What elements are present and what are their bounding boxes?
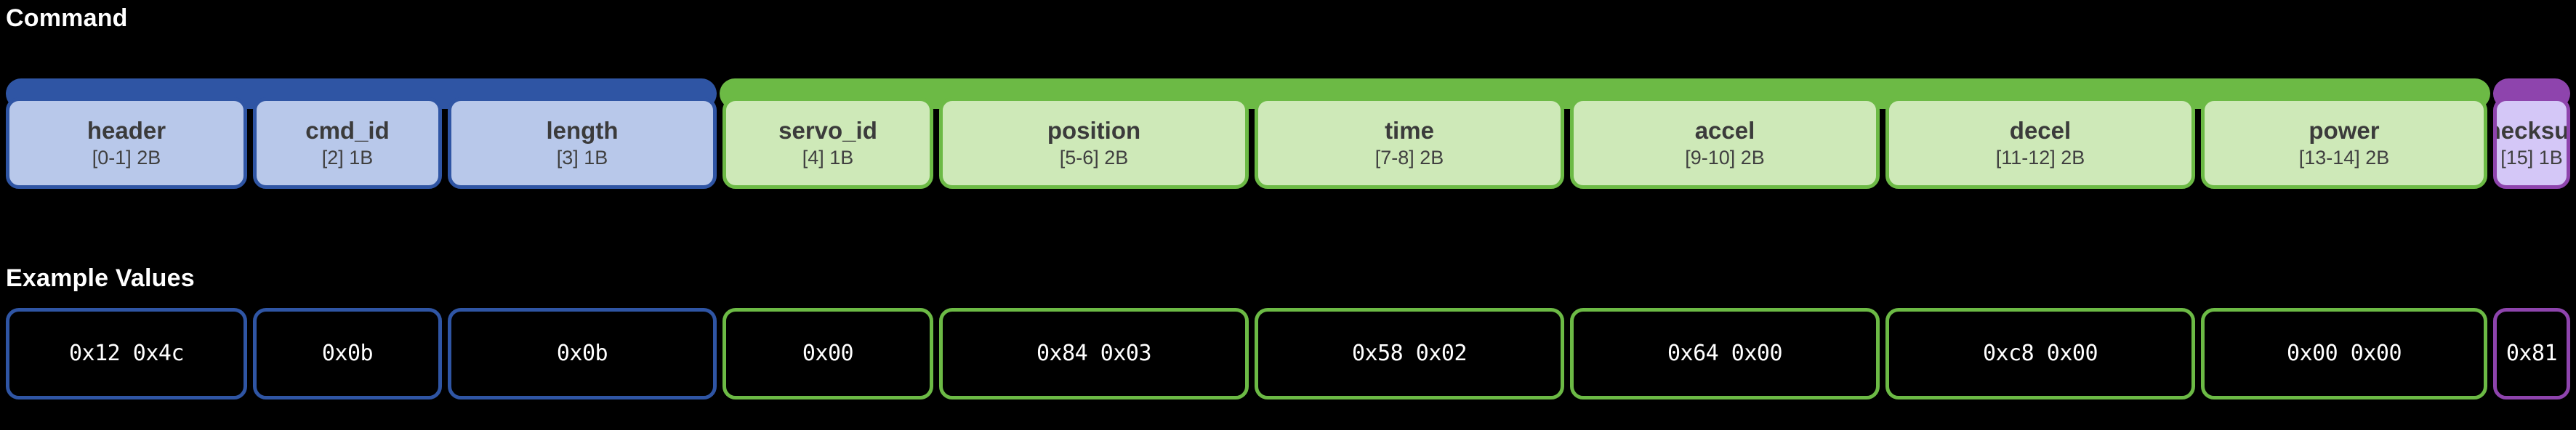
value-box-power[interactable]: 0x00 0x00 <box>2201 308 2487 399</box>
value-text: 0x12 0x4c <box>68 341 185 366</box>
example-values-section-title: Example Values <box>6 264 195 292</box>
value-text: 0x58 0x02 <box>1351 341 1468 366</box>
value-box-servo-id[interactable]: 0x00 <box>723 308 933 399</box>
field-box-header[interactable]: header [0-1] 2B <box>6 97 247 189</box>
value-box-accel[interactable]: 0x64 0x00 <box>1570 308 1880 399</box>
field-byte-range-label: [5-6] 2B <box>1059 147 1129 169</box>
value-box-decel[interactable]: 0xc8 0x00 <box>1885 308 2195 399</box>
group-bar-row <box>0 78 2576 109</box>
field-name-label: decel <box>2009 116 2072 144</box>
field-name-label: checksum <box>2497 116 2569 144</box>
value-box-length[interactable]: 0x0b <box>448 308 717 399</box>
value-box-position[interactable]: 0x84 0x03 <box>939 308 1249 399</box>
field-box-servo-id[interactable]: servo_id [4] 1B <box>723 97 933 189</box>
value-text: 0x0b <box>556 341 608 366</box>
field-name-label: length <box>546 116 619 144</box>
value-box-checksum[interactable]: 0x81 <box>2493 308 2570 399</box>
field-box-time[interactable]: time [7-8] 2B <box>1255 97 1564 189</box>
field-name-label: cmd_id <box>305 116 390 144</box>
field-box-row: header [0-1] 2B cmd_id [2] 1B length [3] 1B se… <box>0 97 2576 189</box>
field-byte-range-label: [2] 1B <box>321 147 374 169</box>
field-name-label: power <box>2309 116 2380 144</box>
value-box-header[interactable]: 0x12 0x4c <box>6 308 247 399</box>
field-byte-range-label: [11-12] 2B <box>1995 147 2085 169</box>
field-name-label: time <box>1385 116 1434 144</box>
field-name-label: accel <box>1694 116 1755 144</box>
field-byte-range-label: [15] 1B <box>2500 147 2563 169</box>
field-box-cmd-id[interactable]: cmd_id [2] 1B <box>253 97 442 189</box>
field-box-accel[interactable]: accel [9-10] 2B <box>1570 97 1880 189</box>
field-name-label: servo_id <box>778 116 877 144</box>
field-name-label: position <box>1047 116 1141 144</box>
field-byte-range-label: [7-8] 2B <box>1374 147 1444 169</box>
field-box-position[interactable]: position [5-6] 2B <box>939 97 1249 189</box>
value-text: 0x64 0x00 <box>1667 341 1783 366</box>
value-text: 0x00 <box>802 341 854 366</box>
field-byte-range-label: [4] 1B <box>802 147 854 169</box>
field-box-length[interactable]: length [3] 1B <box>448 97 717 189</box>
field-byte-range-label: [3] 1B <box>556 147 608 169</box>
command-section-title: Command <box>6 4 128 32</box>
field-box-checksum[interactable]: checksum [15] 1B <box>2493 97 2570 189</box>
field-name-label: header <box>86 116 166 144</box>
value-text: 0x00 0x00 <box>2286 341 2402 366</box>
field-box-power[interactable]: power [13-14] 2B <box>2201 97 2487 189</box>
value-text: 0x84 0x03 <box>1036 341 1152 366</box>
value-text: 0xc8 0x00 <box>1982 341 2098 366</box>
field-byte-range-label: [9-10] 2B <box>1685 147 1765 169</box>
field-box-decel[interactable]: decel [11-12] 2B <box>1885 97 2195 189</box>
value-box-row: 0x12 0x4c 0x0b 0x0b 0x00 0x84 0x03 0x58 0x02 0… <box>0 308 2576 399</box>
value-box-time[interactable]: 0x58 0x02 <box>1255 308 1564 399</box>
field-byte-range-label: [13-14] 2B <box>2298 147 2390 169</box>
value-box-cmd-id[interactable]: 0x0b <box>253 308 442 399</box>
value-text: 0x81 <box>2505 341 2558 366</box>
field-byte-range-label: [0-1] 2B <box>92 147 161 169</box>
value-text: 0x0b <box>321 341 374 366</box>
